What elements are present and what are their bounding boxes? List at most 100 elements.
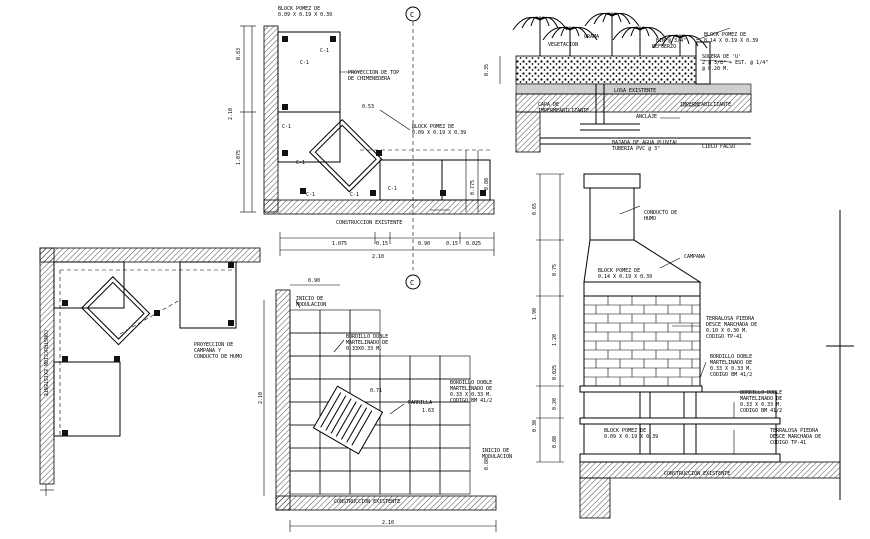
floor-tile [289, 355, 321, 380]
roof-plants [512, 12, 708, 56]
floor-tile [289, 401, 321, 426]
roof-rod-label: BIN @ 3/4" [656, 38, 686, 44]
floor-tile [409, 424, 441, 449]
plan-mid-grill [312, 385, 384, 455]
elevation-existing-construction: CONSTRUCCION EXISTENTE [664, 471, 730, 477]
floor-tile [289, 447, 321, 472]
plant-leaf [630, 26, 641, 37]
plant-leaf [679, 35, 708, 49]
plant-leaf [542, 27, 571, 41]
elevation-footing [579, 477, 611, 519]
plan-top-section-marker-label: C [410, 11, 414, 19]
plan-top-dim-bottom-2: 0.15 [376, 241, 388, 247]
plan-top-dim-left-2: 1.075 [236, 150, 242, 165]
plan-top-col-label-6: C-1 [350, 192, 359, 198]
floor-tile [289, 332, 321, 357]
roof-existing-slab: LOSA EXISTENTE [614, 88, 656, 94]
floor-tile [439, 447, 471, 472]
plan-mid-wall-left [275, 289, 291, 511]
floor-tile [409, 447, 441, 472]
roof-ceiling: CIELO FALSO [702, 144, 735, 150]
plant-leaf [611, 13, 640, 27]
plant-leaf [621, 26, 641, 39]
plan-top-col-label-2: C-1 [320, 48, 329, 54]
elevation-hood-label: CAMPANA [684, 254, 705, 260]
elevation-duct [589, 187, 635, 241]
plan-top-section-marker-label-2: C [410, 279, 414, 287]
plan-top-dim-bottom-3: 0.90 [418, 241, 430, 247]
roof-ref-label: REFUERZO [652, 44, 676, 50]
roof-dim: 0.35 [484, 64, 490, 76]
floor-tile [289, 309, 321, 334]
elevation-dim-6: 0.20 [552, 398, 558, 410]
plant-leaf [512, 17, 541, 31]
floor-tile [379, 378, 411, 403]
plan-top-dim-diag: 0.53 [362, 104, 374, 110]
roof-grass-label: GRAMA [584, 34, 599, 40]
plant-leaf [551, 26, 571, 39]
plant-leaf [670, 34, 681, 45]
plan-top-dim-left-total: 2.10 [228, 108, 234, 120]
plant-leaf [560, 26, 571, 37]
floor-tile [439, 355, 471, 380]
plant-leaf [661, 34, 681, 47]
plan-mid-dim-right: 0.80 [484, 458, 490, 470]
plan-mid-dim-diag-1: 0.71 [370, 388, 382, 394]
plan-top-dim-left-1: 0.83 [236, 48, 242, 60]
floor-tile [379, 470, 411, 495]
elevation: 0.65 0.75 1.90 1.20 0.025 0.20 0.30 0.80… [532, 173, 854, 519]
plan-mid-dim-top: 0.90 [308, 278, 320, 284]
plant-leaf [530, 16, 541, 27]
elevation-dim-8: 0.80 [552, 436, 558, 448]
roof-gravel-layer [515, 55, 697, 85]
plan-mid-dim-left: 2.10 [258, 392, 264, 404]
plant-leaf [584, 13, 613, 27]
floor-tile [349, 309, 381, 334]
floor-tile [349, 470, 381, 495]
elevation-dim-3: 1.90 [532, 308, 538, 320]
roof-anchor: ANCLAJE [636, 114, 657, 120]
plan-top-dim-right-2: 0.80 [484, 178, 490, 190]
elevation-chimney-top [583, 173, 641, 189]
plan-left-wall-top [39, 247, 261, 263]
roof-waterproofing: IMPERMEABILIZANTE [680, 102, 731, 108]
plan-top-grill [308, 118, 383, 193]
floor-tile [319, 355, 351, 380]
floor-tile [439, 470, 471, 495]
floor-tile [409, 470, 441, 495]
plan-top-col-label-1: C-1 [300, 60, 309, 66]
elevation-dim-2: 0.75 [552, 264, 558, 276]
floor-tile [379, 401, 411, 426]
plan-top-section-marker-2 [405, 274, 421, 290]
elevation-dim-1: 0.65 [532, 203, 538, 215]
plan-top-dim-right-1: 0.775 [470, 180, 476, 195]
plant-leaf [593, 12, 613, 25]
elevation-dim-5: 0.025 [552, 365, 558, 380]
plant-leaf [569, 27, 598, 41]
floor-tile [289, 470, 321, 495]
plan-top-existing-construction: CONSTRUCCION EXISTENTE [336, 220, 402, 226]
floor-tile [319, 447, 351, 472]
plan-top-col-label-4: C-1 [296, 160, 305, 166]
plan-top-dim-bottom-4: 0.15 [446, 241, 458, 247]
plant-leaf [521, 16, 541, 29]
plan-top-wall-bottom [263, 199, 495, 215]
roof-beam-label: SOLERA DE 'U'2 @ 3/8" + EST. @ 1/4"@ 0.2… [702, 54, 768, 72]
floor-tile [409, 378, 441, 403]
